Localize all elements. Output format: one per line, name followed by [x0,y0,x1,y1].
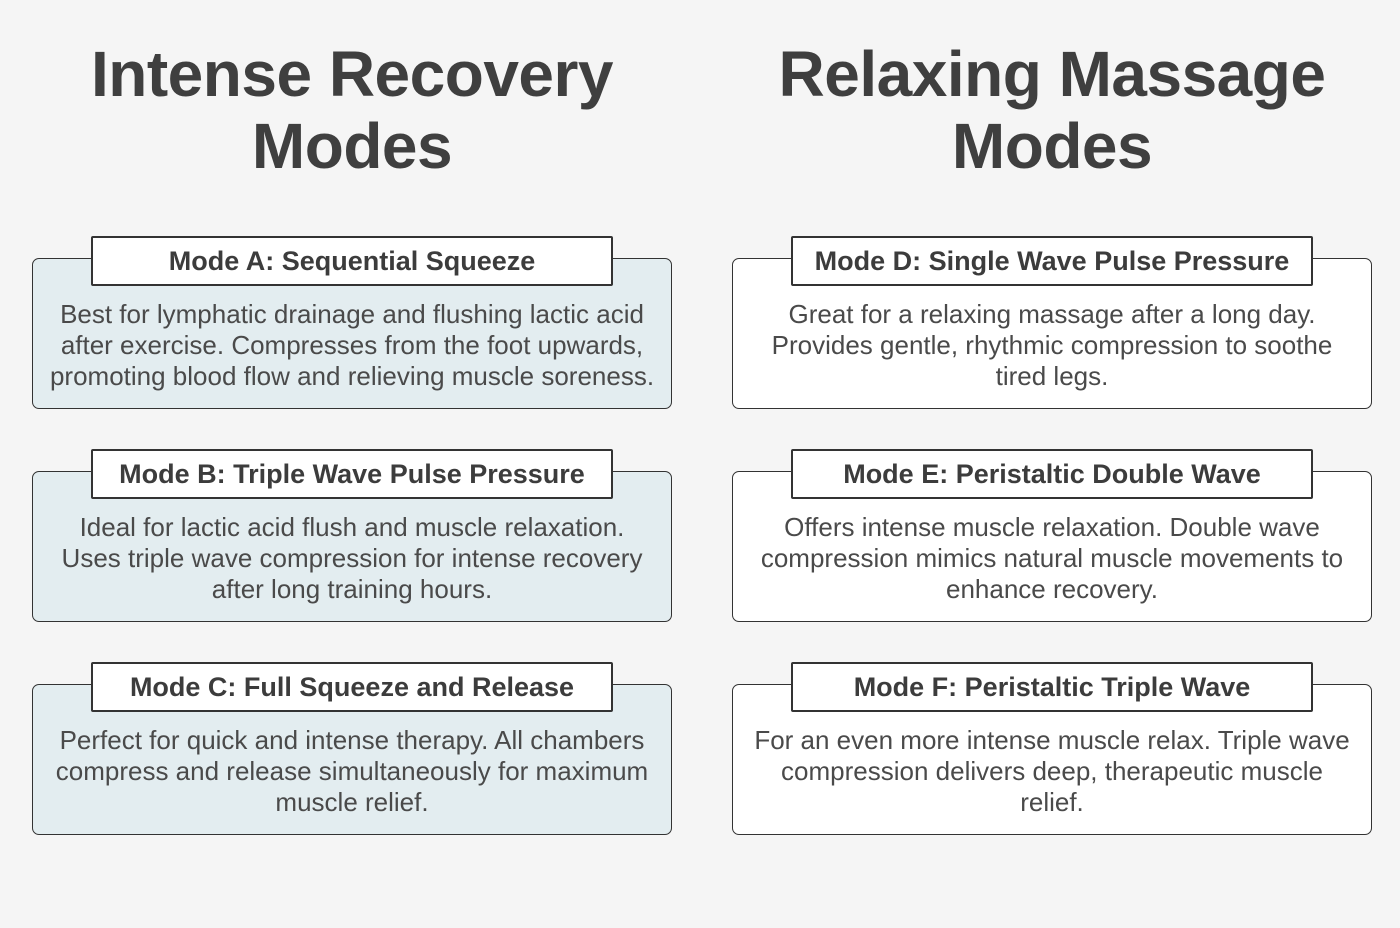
mode-card-f: Mode F: Peristaltic Triple Wave For an e… [732,662,1372,835]
modes-infographic: Intense Recovery Modes Relaxing Massage … [32,38,1372,835]
mode-card-b-title: Mode B: Triple Wave Pulse Pressure [91,449,613,499]
mode-card-c-title: Mode C: Full Squeeze and Release [91,662,613,712]
mode-card-c: Mode C: Full Squeeze and Release Perfect… [32,662,672,835]
mode-card-e: Mode E: Peristaltic Double Wave Offers i… [732,449,1372,622]
column-title-relaxing-massage: Relaxing Massage Modes [778,38,1326,182]
mode-card-d-title: Mode D: Single Wave Pulse Pressure [791,236,1313,286]
mode-card-f-title: Mode F: Peristaltic Triple Wave [791,662,1313,712]
mode-card-a-title: Mode A: Sequential Squeeze [91,236,613,286]
mode-card-e-title: Mode E: Peristaltic Double Wave [791,449,1313,499]
mode-card-d: Mode D: Single Wave Pulse Pressure Great… [732,236,1372,409]
column-title-intense-recovery: Intense Recovery Modes [90,38,614,182]
mode-card-a: Mode A: Sequential Squeeze Best for lymp… [32,236,672,409]
mode-card-b: Mode B: Triple Wave Pulse Pressure Ideal… [32,449,672,622]
